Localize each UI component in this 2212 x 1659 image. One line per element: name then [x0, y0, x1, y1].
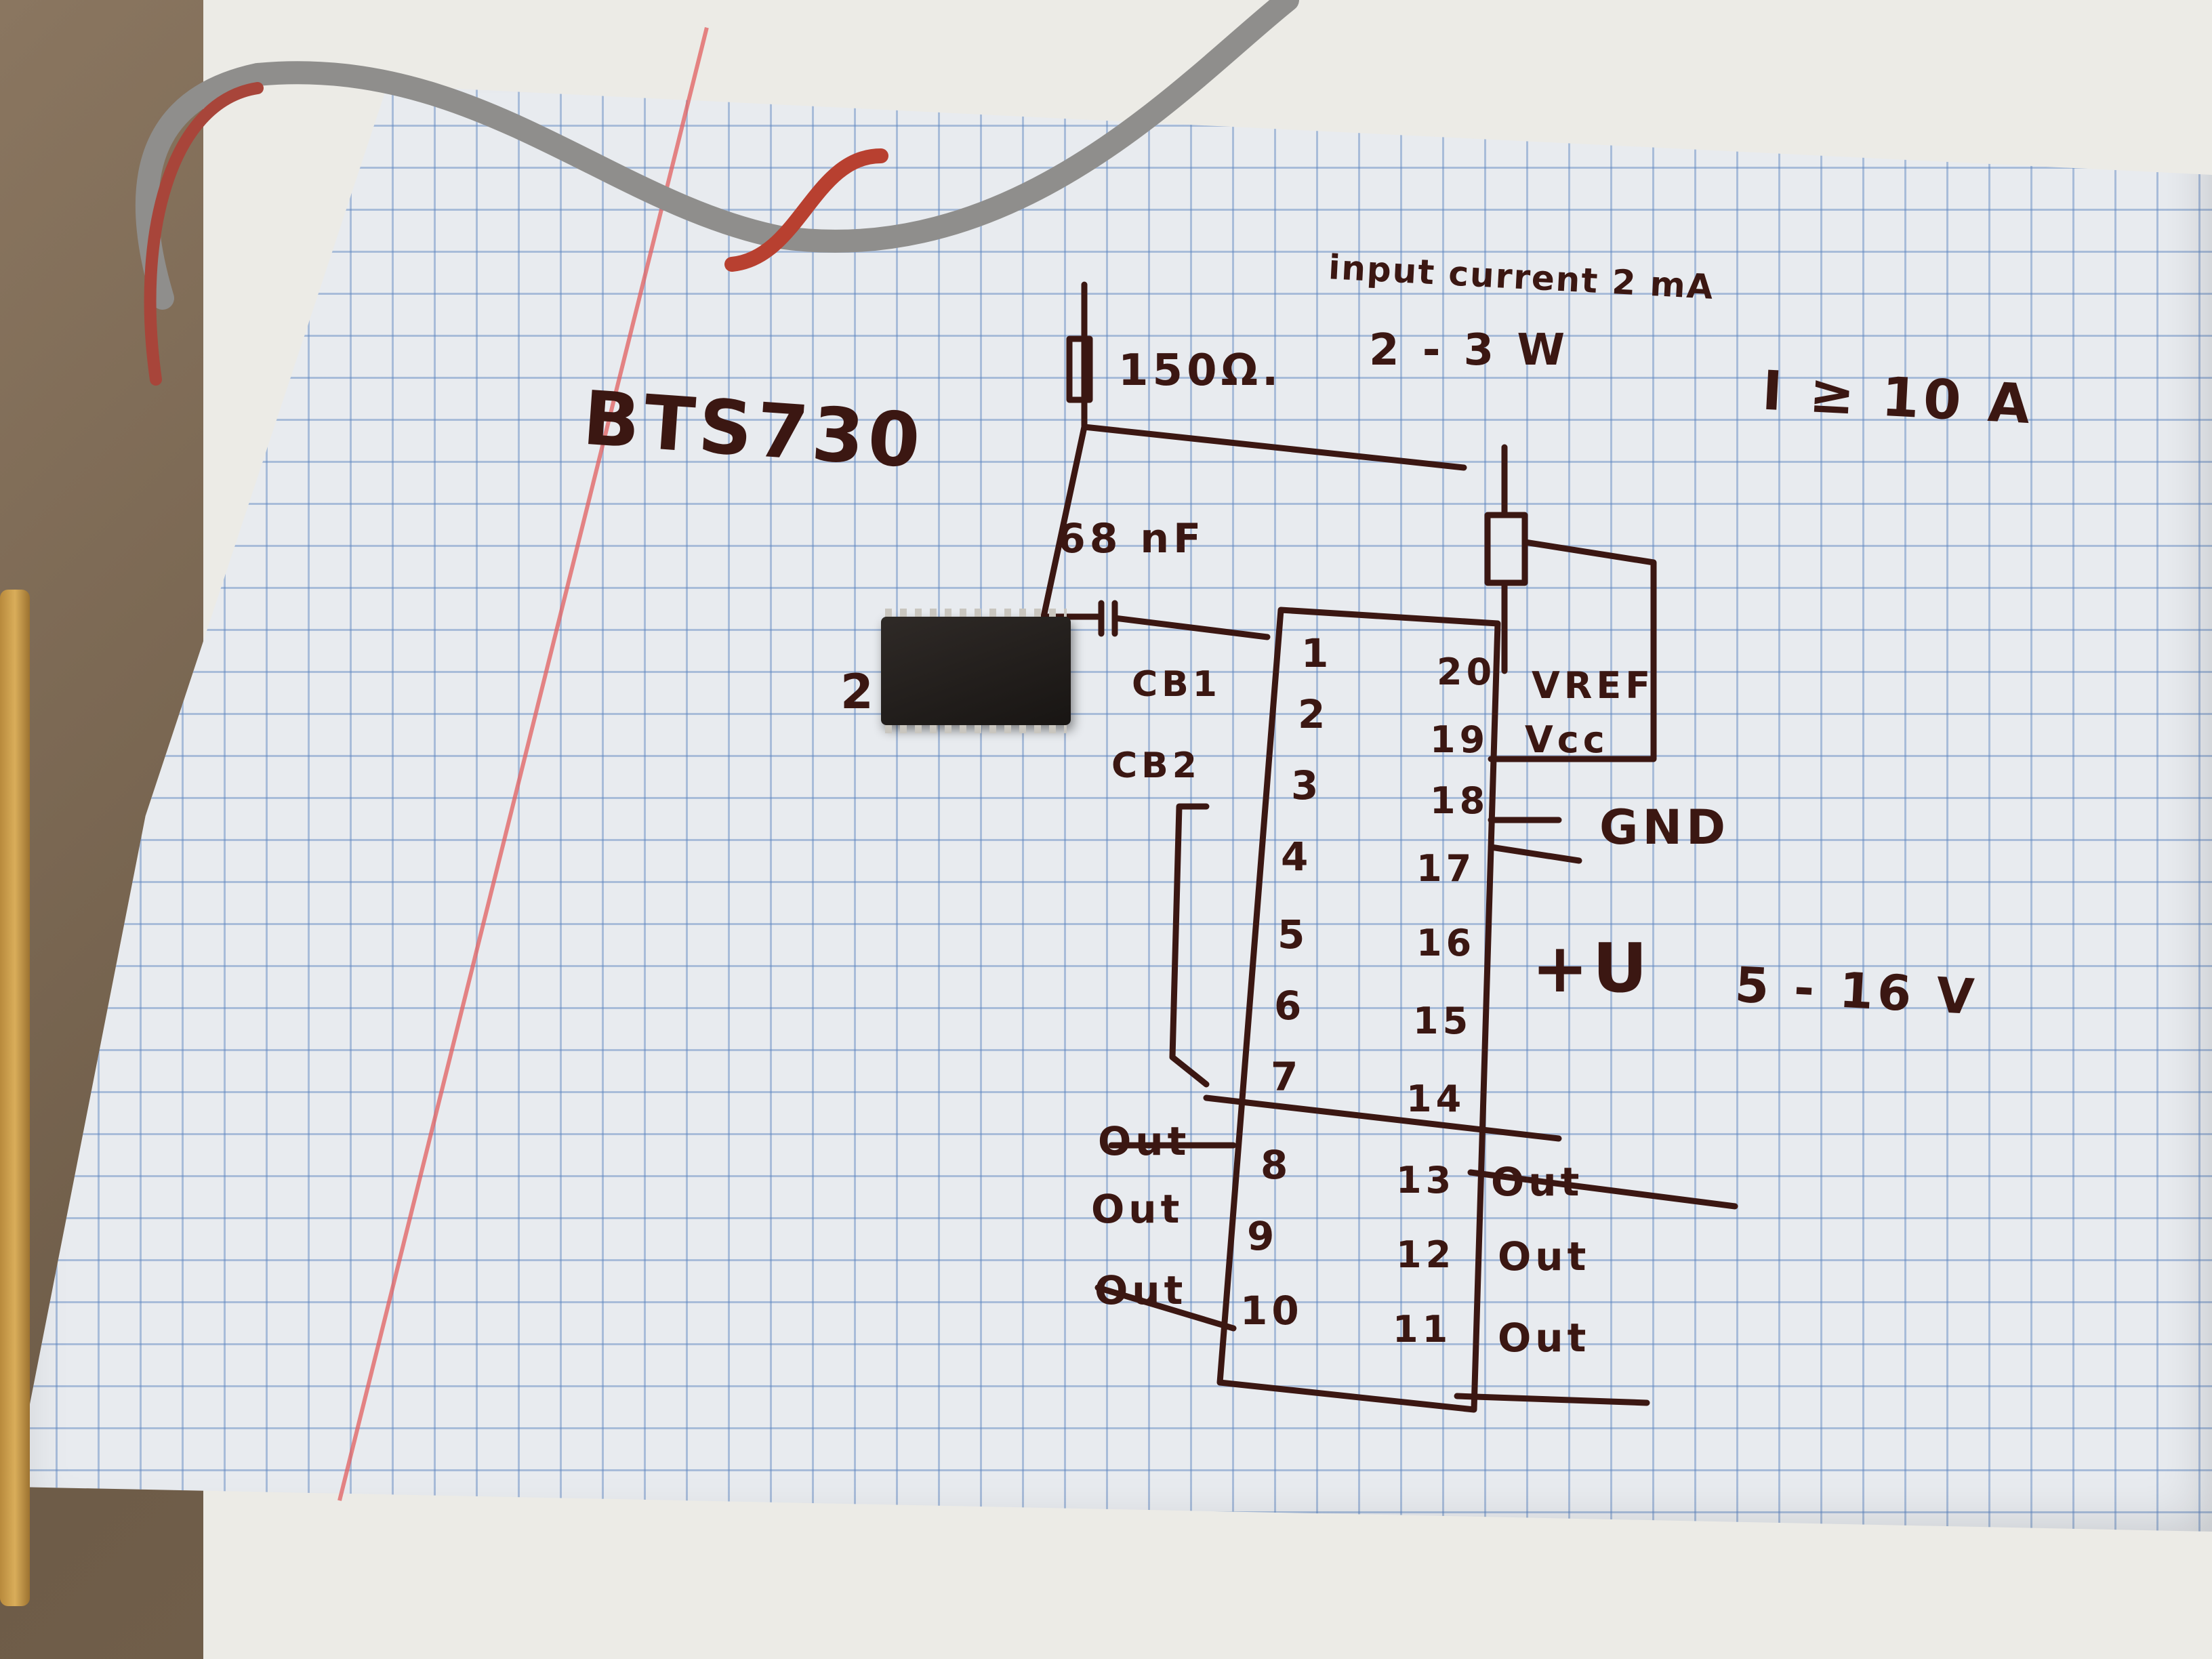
cb2-label: CB2 — [1111, 745, 1201, 786]
graph-paper-sheet — [14, 85, 2212, 1532]
supply-label: +U — [1532, 928, 1652, 1008]
pin-20: 20 — [1437, 651, 1496, 693]
vcc-label: Vcc — [1525, 718, 1609, 761]
ic-outline — [1216, 607, 1501, 1413]
out-right-1: Out — [1491, 1159, 1584, 1205]
pin-19: 19 — [1430, 718, 1490, 761]
red-wire — [724, 148, 888, 272]
chip-count: 2 — [840, 664, 878, 720]
resistor-value: 150Ω. — [1118, 346, 1283, 396]
pin-4: 4 — [1281, 834, 1313, 880]
out-right-2: Out — [1498, 1233, 1591, 1279]
pin-18: 18 — [1430, 779, 1490, 822]
pin-16: 16 — [1416, 922, 1476, 964]
pin-8: 8 — [1261, 1142, 1292, 1188]
pin-14: 14 — [1406, 1078, 1466, 1120]
pencil — [0, 590, 30, 1606]
pin-1: 1 — [1301, 630, 1333, 676]
chip-pins-top — [885, 609, 1067, 617]
vref-potentiometer — [1484, 512, 1528, 586]
out-left-3: Out — [1094, 1267, 1187, 1313]
pin-5: 5 — [1277, 912, 1309, 958]
resistor-150 — [1066, 335, 1093, 403]
note-power: 2 - 3 W — [1369, 325, 1570, 375]
ic-chip — [881, 609, 1071, 733]
cb1-label: CB1 — [1132, 664, 1221, 705]
out-left-1: Out — [1098, 1118, 1191, 1164]
gray-wire — [135, 0, 1299, 310]
gnd-label: GND — [1599, 800, 1730, 855]
pin-11: 11 — [1393, 1308, 1452, 1351]
pin-10: 10 — [1240, 1288, 1303, 1334]
pin-6: 6 — [1274, 983, 1306, 1029]
pin-15: 15 — [1413, 1000, 1473, 1042]
pin-2: 2 — [1298, 691, 1330, 737]
pin-12: 12 — [1396, 1233, 1456, 1276]
pin-13: 13 — [1396, 1159, 1456, 1202]
pin-3: 3 — [1291, 762, 1323, 808]
pin-7: 7 — [1271, 1054, 1303, 1100]
pin-17: 17 — [1416, 847, 1476, 890]
out-left-2: Out — [1091, 1186, 1184, 1232]
vref-label: VREF — [1532, 664, 1655, 707]
pin-9: 9 — [1247, 1213, 1279, 1259]
out-right-3: Out — [1498, 1315, 1591, 1361]
chip-pins-bottom — [885, 725, 1067, 733]
capacitor-value: 68 nF — [1057, 515, 1206, 562]
